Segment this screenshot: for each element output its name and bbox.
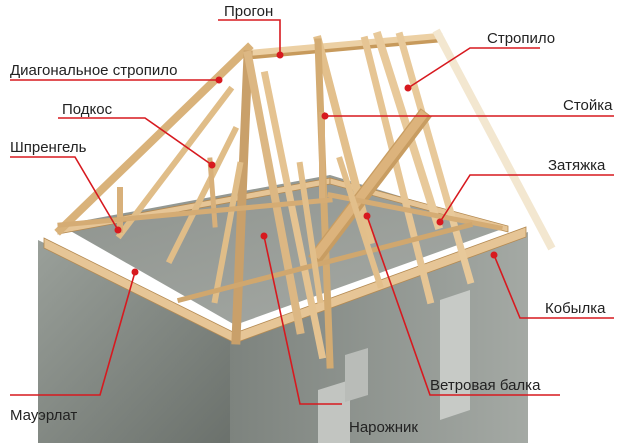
label-diagonal: Диагональное стропило bbox=[10, 62, 178, 79]
window-opening bbox=[440, 290, 470, 420]
label-stoika: Стойка bbox=[563, 97, 613, 114]
leader-progon bbox=[218, 19, 281, 55]
door-opening bbox=[318, 380, 350, 443]
label-progon: Прогон bbox=[224, 3, 274, 20]
leader-mauerlat bbox=[10, 271, 136, 396]
label-mauerlat: Мауэрлат bbox=[10, 407, 78, 424]
leader-narozhnik bbox=[263, 235, 342, 405]
wall-left bbox=[38, 240, 230, 443]
leader-podkos bbox=[58, 117, 213, 166]
label-vetrovaya: Ветровая балка bbox=[430, 377, 541, 394]
label-stropilo: Стропило bbox=[487, 30, 556, 47]
label-zatyazhka: Затяжка bbox=[548, 157, 606, 174]
anchor-dots bbox=[114, 51, 498, 276]
label-shprengel: Шпренгель bbox=[10, 139, 87, 156]
roof-frame bbox=[54, 28, 556, 369]
leader-vetrovaya bbox=[366, 215, 560, 396]
label-narozhnik: Нарожник bbox=[349, 419, 418, 436]
leader-stropilo bbox=[407, 47, 540, 89]
label-kobylka: Кобылка bbox=[545, 300, 606, 317]
leader-zatyazhka bbox=[439, 174, 614, 223]
leader-shprengel bbox=[10, 156, 119, 231]
leader-kobylka bbox=[493, 254, 614, 319]
leader-lines bbox=[10, 19, 614, 405]
window-opening-2 bbox=[345, 348, 368, 402]
label-podkos: Подкос bbox=[62, 101, 113, 118]
